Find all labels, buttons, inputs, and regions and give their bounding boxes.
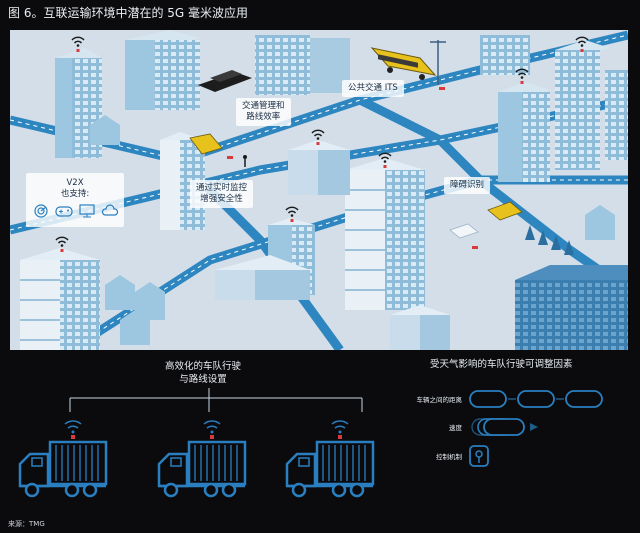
label-obstacle-recognition: 障碍识别 xyxy=(444,177,491,194)
platoon-diagram xyxy=(18,388,375,498)
computer-icon xyxy=(78,204,96,218)
yellow-car-right xyxy=(487,201,523,221)
label-realtime-monitoring: 通过实时监控 增强安全性 xyxy=(190,180,254,208)
dark-building xyxy=(515,265,628,350)
tower-center-top xyxy=(125,30,200,110)
lower-section: 高效化的车队行驶 与路线设置 xyxy=(0,350,640,533)
pedestrian-marker xyxy=(243,155,247,167)
cloud-icon xyxy=(101,204,119,218)
low-building xyxy=(215,255,310,300)
label-traffic-management: 交通管理和 路线效率 xyxy=(236,98,291,126)
small-houses xyxy=(90,115,615,345)
distance-icon xyxy=(469,390,603,408)
truck-icon xyxy=(157,420,247,498)
black-car xyxy=(198,70,252,92)
radar-icon xyxy=(32,204,50,218)
bus xyxy=(370,47,437,80)
truck-icon xyxy=(18,420,108,498)
v2x-title: V2X xyxy=(66,178,84,188)
yellow-car-left xyxy=(189,133,223,155)
tower-bottom-left xyxy=(20,236,100,350)
building-bottom-right xyxy=(390,305,450,350)
city-illustration xyxy=(8,30,631,354)
label-public-transport: 公共交通 ITS xyxy=(342,80,404,97)
truck-icon xyxy=(285,420,375,498)
platoon-title: 高效化的车队行驶 与路线设置 xyxy=(165,361,242,385)
building-top-right xyxy=(480,35,628,170)
white-van xyxy=(449,223,479,239)
building-center xyxy=(288,129,350,195)
weather-row-distance: 车辆之间的距离 xyxy=(392,388,608,410)
speed-icon xyxy=(471,418,538,436)
weather-row-speed: 速度 xyxy=(392,416,548,438)
weather-title: 受天气影响的车队行驶可调整因素 xyxy=(430,359,573,370)
v2x-subtitle: 也支持: xyxy=(60,189,90,199)
gamepad-icon xyxy=(54,204,73,218)
v2x-box: V2X 也支持: xyxy=(26,173,124,227)
central-stacked-tower xyxy=(345,152,425,310)
streetlight xyxy=(430,40,446,85)
control-icon xyxy=(469,445,489,467)
building-top-center xyxy=(255,35,350,95)
tower-right-middle xyxy=(498,68,550,182)
tower-left xyxy=(55,36,102,158)
trees xyxy=(525,225,574,255)
figure-title: 图 6。互联运输环境中潜在的 5G 毫米波应用 xyxy=(8,6,249,20)
source-note: 来源：TMG xyxy=(8,520,45,528)
weather-row-control: 控制机制 xyxy=(392,444,508,468)
